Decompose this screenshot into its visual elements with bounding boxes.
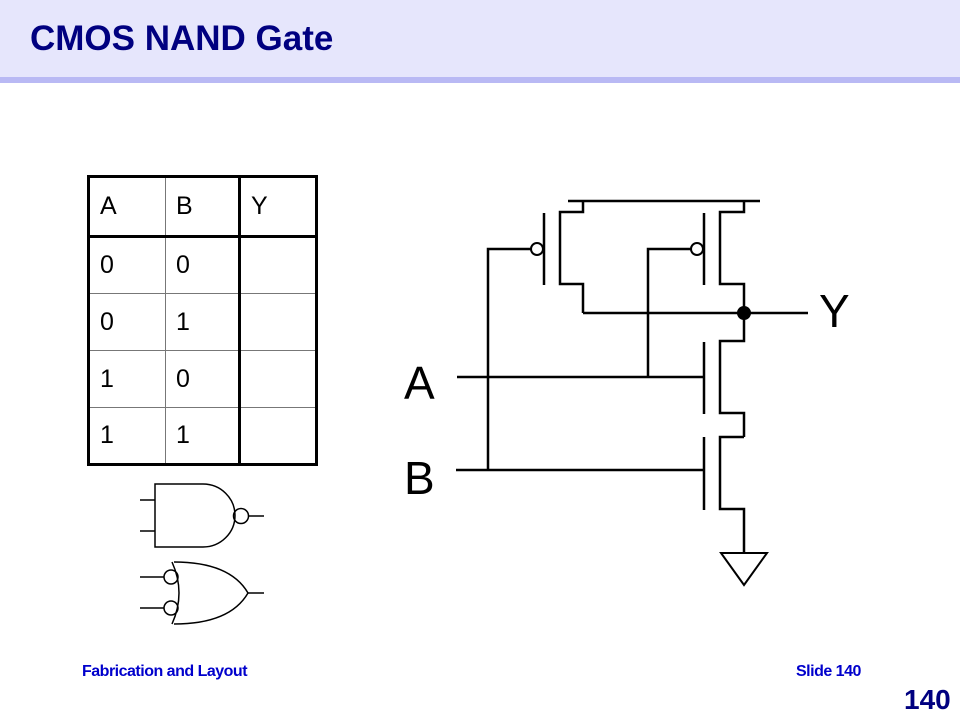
input-label-a: A <box>404 357 435 409</box>
slide-title: CMOS NAND Gate <box>30 19 334 58</box>
input-label-b: B <box>404 452 435 504</box>
output-node <box>737 306 751 320</box>
table-row: 1 0 <box>87 350 318 408</box>
cell-b: 0 <box>165 236 240 294</box>
cell-a: 0 <box>87 236 166 294</box>
header-cell-a: A <box>87 175 166 238</box>
table-row: 1 1 <box>87 407 318 466</box>
table-row: 0 0 <box>87 236 318 294</box>
title-bar-stripe <box>0 77 960 83</box>
ground-symbol <box>719 552 769 587</box>
header-cell-b: B <box>165 175 240 238</box>
nmos-transistor-a <box>457 313 746 437</box>
cell-a: 0 <box>87 293 166 351</box>
nand-gate-icon <box>140 483 264 548</box>
output-label-y: Y <box>819 285 850 337</box>
nmos-transistor-b <box>456 435 746 553</box>
table-row: 0 1 <box>87 293 318 351</box>
footer-course-title: Fabrication and Layout <box>82 663 248 680</box>
footer-slide-label: Slide 140 <box>796 663 861 680</box>
cell-a: 1 <box>87 407 166 466</box>
cell-b: 0 <box>165 350 240 408</box>
cell-a: 1 <box>87 350 166 408</box>
pmos-transistor-b <box>646 201 746 377</box>
cell-b: 1 <box>165 407 240 466</box>
truth-table-header-row: A B Y <box>87 175 318 238</box>
pmos-transistor-a <box>486 201 585 470</box>
cell-y[interactable] <box>238 350 318 408</box>
title-bar <box>0 0 960 77</box>
truth-table: A B Y 0 0 0 1 1 0 1 1 <box>87 175 318 466</box>
header-cell-y: Y <box>238 175 318 238</box>
cell-y[interactable] <box>238 236 318 294</box>
or-gate-with-inverted-inputs-icon <box>140 561 264 625</box>
page-number: 140 <box>904 684 951 715</box>
cell-y[interactable] <box>238 407 318 466</box>
cmos-nand-schematic <box>456 199 808 587</box>
